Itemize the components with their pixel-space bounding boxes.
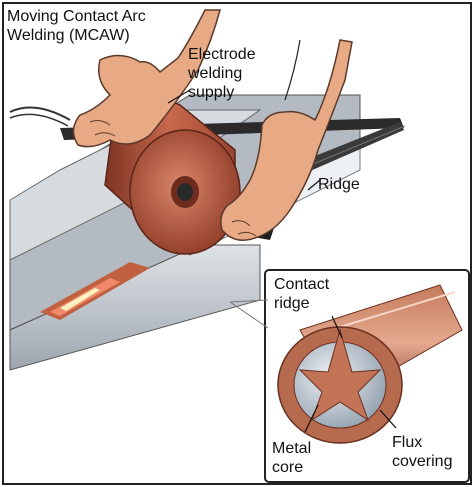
electrode-label-2: welding — [188, 65, 243, 82]
title-line-2: Welding (MCAW) — [7, 27, 130, 44]
inset-connector — [229, 299, 269, 303]
title-line-1: Moving Contact Arc — [7, 8, 146, 25]
contact-ridge-label-2: ridge — [274, 295, 310, 312]
inset-panel — [264, 269, 470, 483]
right-hand — [220, 39, 353, 241]
left-hand — [72, 9, 221, 148]
ridge-label: Ridge — [318, 176, 360, 193]
contact-ridge-label-1: Contact — [274, 276, 330, 293]
weld-bead — [40, 262, 150, 320]
supply-cable-2 — [9, 113, 69, 127]
inset-connector-2 — [229, 301, 269, 329]
supply-cable — [9, 106, 71, 121]
metal-core-label-2: core — [272, 459, 304, 476]
flux-covering-label-1: Flux — [392, 434, 423, 451]
metal-core-label-1: Metal — [272, 440, 312, 457]
leader-lines — [167, 89, 321, 191]
electrode-label-1: Electrode — [188, 46, 256, 63]
flux-covering-label-2: covering — [392, 453, 453, 470]
electrode-label-3: supply — [188, 84, 235, 101]
